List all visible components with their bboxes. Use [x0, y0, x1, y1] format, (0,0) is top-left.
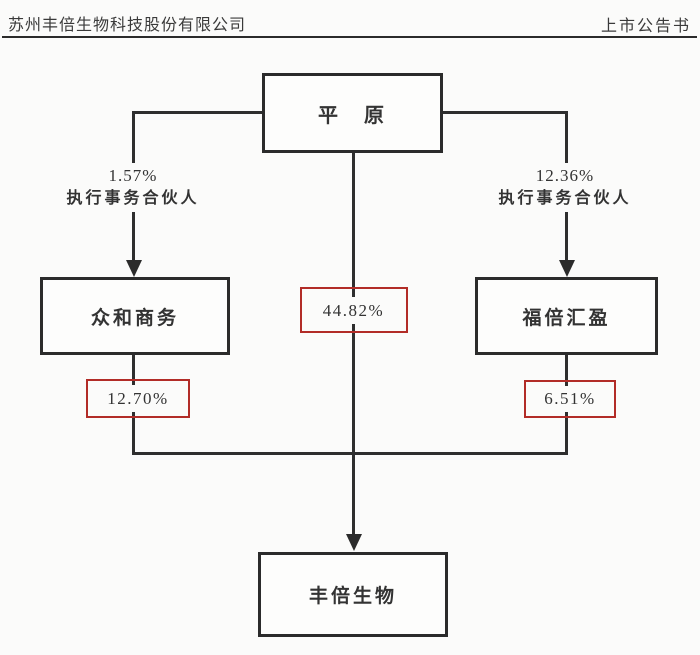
fubei-percent-highlight [524, 380, 616, 418]
node-fengbei: 丰倍生物 [258, 552, 448, 637]
fubei-percent: 6.51% [531, 386, 609, 412]
node-pingyuan: 平 原 [262, 73, 443, 153]
zhonghe-percent-highlight [86, 379, 190, 418]
center-percent-highlight [300, 287, 408, 333]
node-fubei: 福倍汇盈 [475, 277, 658, 355]
right-role: 执行事务合伙人 [498, 190, 632, 207]
edge-top-left-horizontal [132, 111, 264, 114]
edge-label-right: 12.36% 执行事务合伙人 [480, 163, 650, 212]
right-percent: 12.36% [535, 166, 595, 185]
edge-bottom-horizontal [132, 452, 568, 455]
header-company-name: 苏州丰倍生物科技股份有限公司 [8, 17, 247, 34]
header-doc-title: 上市公告书 [600, 18, 691, 35]
center-percent: 44.82% [309, 297, 398, 324]
arrowhead-left-icon [125, 260, 142, 277]
arrowhead-center-icon [345, 534, 362, 551]
header-rule [2, 36, 697, 38]
zhonghe-percent: 12.70% [95, 385, 181, 412]
edge-top-right-horizontal [443, 111, 568, 114]
left-role: 执行事务合伙人 [66, 190, 200, 207]
left-percent: 1.57% [108, 166, 158, 185]
arrowhead-right-icon [558, 260, 575, 277]
node-zhonghe: 众和商务 [40, 277, 230, 355]
edge-center-vertical [352, 152, 355, 537]
edge-label-left: 1.57% 执行事务合伙人 [48, 163, 218, 212]
